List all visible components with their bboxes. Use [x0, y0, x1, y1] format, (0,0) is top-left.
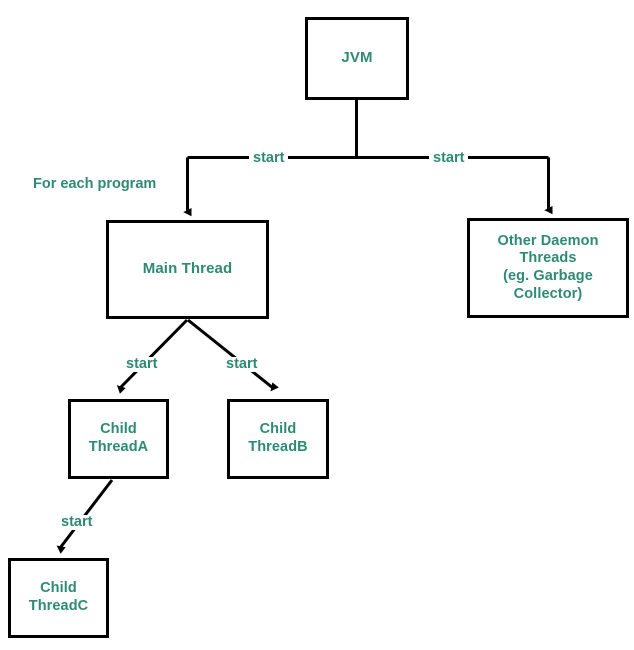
edge-label-start-child-b: start — [226, 356, 258, 372]
edge-label-for-each-program: For each program — [33, 176, 157, 192]
edge-label-start-child-a: start — [126, 356, 158, 372]
node-child-thread-b[interactable]: Child ThreadB — [227, 399, 329, 479]
node-jvm[interactable]: JVM — [305, 17, 409, 100]
node-child-thread-a-label: Child ThreadA — [88, 421, 149, 455]
edge-main-to-child-b — [187, 318, 279, 392]
node-child-thread-c-label: Child ThreadC — [28, 580, 89, 614]
edge-label-start-child-c: start — [61, 514, 93, 530]
edge-main-to-child-a — [116, 318, 189, 394]
edge-label-start-main: start — [249, 150, 289, 167]
edge-child-a-to-child-c — [56, 479, 114, 554]
node-other-daemon-threads[interactable]: Other Daemon Threads (eg. Garbage Collec… — [467, 218, 629, 318]
node-jvm-label: JVM — [341, 49, 373, 67]
node-main-thread[interactable]: Main Thread — [106, 220, 269, 319]
node-child-thread-a[interactable]: Child ThreadA — [68, 399, 169, 479]
node-other-daemon-threads-label: Other Daemon Threads (eg. Garbage Collec… — [497, 232, 599, 302]
node-main-thread-label: Main Thread — [142, 260, 233, 278]
node-child-thread-b-label: Child ThreadB — [248, 421, 308, 455]
edge-label-start-daemon: start — [429, 150, 469, 167]
node-child-thread-c[interactable]: Child ThreadC — [8, 558, 109, 638]
